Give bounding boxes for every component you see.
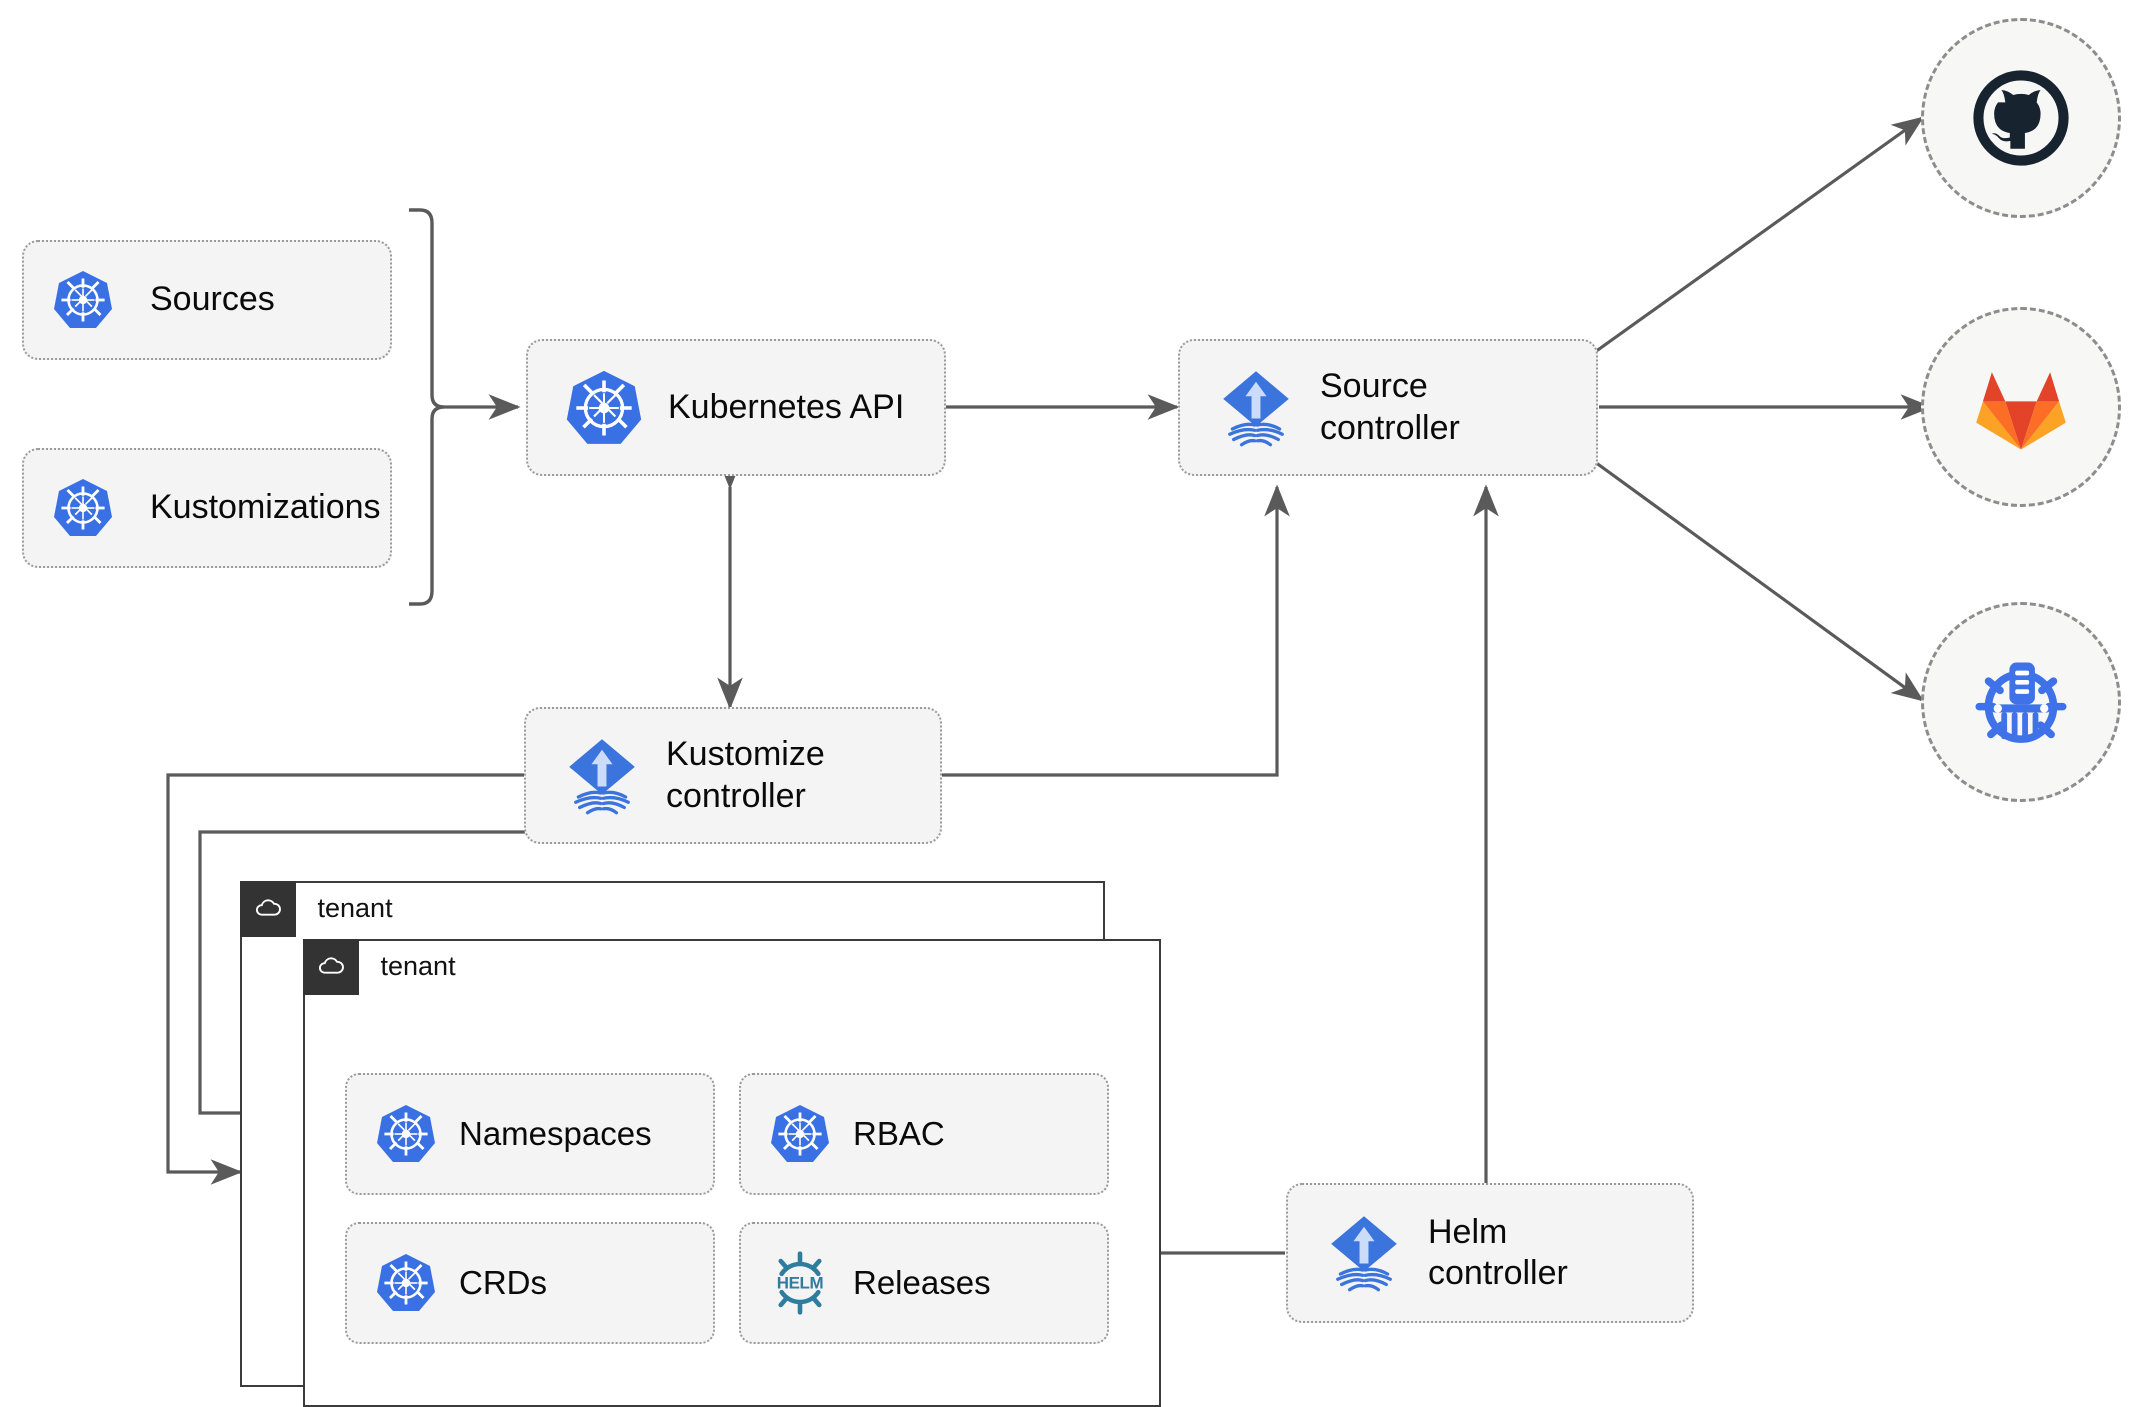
github-icon bbox=[1973, 70, 2069, 166]
flux-icon bbox=[1214, 366, 1298, 450]
node-label: Source controller bbox=[1320, 367, 1460, 447]
resource-node-sources[interactable]: Sources bbox=[22, 240, 392, 360]
provider-github[interactable] bbox=[1921, 18, 2121, 218]
node-kubernetes-api[interactable]: Kubernetes API bbox=[526, 339, 946, 476]
container-registry-icon bbox=[1975, 662, 2067, 743]
helm-icon: HELM bbox=[767, 1250, 833, 1316]
kubernetes-icon bbox=[373, 1250, 439, 1316]
node-helm-controller[interactable]: Helm controller bbox=[1286, 1183, 1694, 1323]
kubernetes-icon bbox=[50, 475, 116, 541]
resource-label: Sources bbox=[150, 280, 275, 319]
tile-rbac[interactable]: RBAC bbox=[739, 1073, 1109, 1195]
node-source-controller[interactable]: Source controller bbox=[1178, 339, 1598, 476]
provider-gitlab[interactable] bbox=[1921, 307, 2121, 507]
node-kustomize-controller[interactable]: Kustomize controller bbox=[524, 707, 942, 844]
tile-label: Releases bbox=[853, 1264, 991, 1301]
cloud-icon bbox=[302, 938, 359, 995]
provider-container-registry[interactable] bbox=[1921, 602, 2121, 802]
tenant-titlebar: tenant bbox=[302, 938, 456, 995]
kubernetes-icon bbox=[767, 1101, 833, 1167]
node-label: Kubernetes API bbox=[668, 387, 905, 426]
node-label: Kustomize controller bbox=[666, 735, 825, 815]
resource-node-kustomizations[interactable]: Kustomizations bbox=[22, 448, 392, 568]
cloud-icon bbox=[239, 880, 296, 937]
tile-crds[interactable]: CRDs bbox=[345, 1222, 715, 1344]
tile-label: Namespaces bbox=[459, 1115, 652, 1152]
tenant-titlebar: tenant bbox=[239, 880, 393, 937]
kubernetes-icon bbox=[373, 1101, 439, 1167]
node-label: Helm controller bbox=[1428, 1212, 1568, 1292]
tenant-name: tenant bbox=[317, 893, 393, 923]
flux-icon bbox=[1322, 1211, 1406, 1295]
flux-icon bbox=[560, 734, 644, 818]
tenant-frame-inner: tenant bbox=[302, 938, 1161, 1407]
kubernetes-icon bbox=[50, 267, 116, 333]
tenant-name: tenant bbox=[380, 951, 456, 981]
svg-text:HELM: HELM bbox=[777, 1274, 824, 1293]
tile-releases[interactable]: HELM Releases bbox=[739, 1222, 1109, 1344]
kubernetes-icon bbox=[562, 366, 646, 450]
resource-label: Kustomizations bbox=[150, 488, 381, 527]
tile-label: CRDs bbox=[459, 1264, 547, 1301]
gitlab-icon bbox=[1976, 372, 2066, 450]
tile-label: RBAC bbox=[853, 1115, 945, 1152]
tile-namespaces[interactable]: Namespaces bbox=[345, 1073, 715, 1195]
